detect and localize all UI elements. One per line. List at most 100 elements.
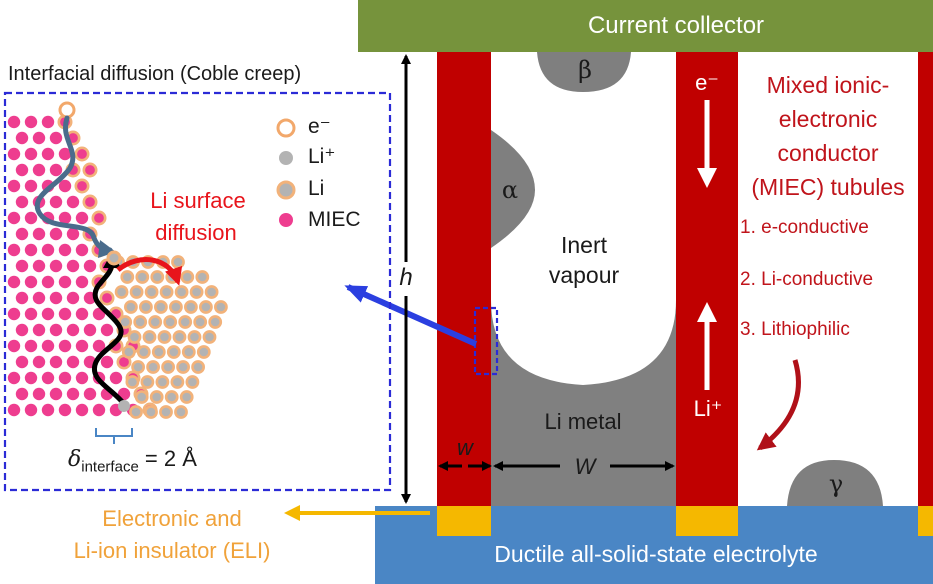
li-ion-path xyxy=(91,259,127,407)
miec-atom xyxy=(49,227,63,241)
electron-label: e⁻ xyxy=(695,70,719,95)
electron-particle xyxy=(58,101,76,119)
current-collector-bar xyxy=(358,0,933,52)
li-atom xyxy=(174,285,189,299)
miec-atom xyxy=(66,259,80,273)
miec-atom xyxy=(83,323,97,337)
surface-diffusion-label-line1: Li surface xyxy=(150,188,246,213)
miec-atom xyxy=(24,211,38,225)
miec-atom xyxy=(58,307,72,321)
eli-pad-left xyxy=(437,506,491,536)
li-atom xyxy=(170,375,185,389)
miec-atom xyxy=(58,147,72,161)
li-atom xyxy=(161,360,175,374)
miec-atom xyxy=(100,355,114,369)
miec-atom xyxy=(66,227,80,241)
miec-atom xyxy=(7,147,21,161)
li-atom xyxy=(138,300,153,314)
li-atom xyxy=(202,330,217,344)
miec-atom xyxy=(49,131,63,145)
miec-atom xyxy=(32,387,46,401)
li-atom xyxy=(131,360,145,374)
miec-atom xyxy=(75,339,89,353)
li-atom xyxy=(187,330,202,344)
legend-label-electron: e⁻ xyxy=(308,115,331,138)
miec-atom xyxy=(15,259,29,273)
miec-atom xyxy=(32,227,46,241)
li-atom xyxy=(134,390,149,404)
surface-diffusion-arrow xyxy=(116,257,183,286)
li-atom xyxy=(172,330,187,344)
miec-tubule-left xyxy=(437,52,491,506)
inset-box xyxy=(3,91,392,492)
li-atom xyxy=(149,390,164,404)
beta-label: β xyxy=(578,56,592,84)
miec-atom xyxy=(75,307,89,321)
zoom-box xyxy=(473,306,499,376)
miec-atom xyxy=(66,291,80,305)
li-atom xyxy=(195,270,210,284)
miec-atom xyxy=(100,323,114,337)
miec-atom xyxy=(15,387,29,401)
miec-atom xyxy=(41,147,55,161)
miec-atom xyxy=(49,259,63,273)
miec-atom-shelled xyxy=(82,162,98,178)
miec-atom xyxy=(15,163,29,177)
li-droplet-alpha xyxy=(491,130,535,248)
miec-atom xyxy=(24,179,38,193)
miec-atom xyxy=(15,227,29,241)
miec-atom xyxy=(49,163,63,177)
miec-atom xyxy=(7,243,21,257)
delta-bracket xyxy=(95,428,133,444)
li-atom xyxy=(129,285,144,299)
li-atom xyxy=(114,285,129,299)
miec-atom xyxy=(41,307,55,321)
miec-atom-shelled xyxy=(74,178,90,194)
li-atom xyxy=(148,315,163,329)
miec-atom xyxy=(66,355,80,369)
li-atom xyxy=(127,330,142,344)
li-atom xyxy=(136,345,151,359)
miec-atom xyxy=(75,275,89,289)
inert-vapour-label-line1: Inert xyxy=(560,232,608,258)
li-atom xyxy=(213,300,228,314)
li-atom xyxy=(159,285,174,299)
delta-symbol: δ xyxy=(68,447,82,472)
li-ion-flow-arrowhead xyxy=(697,302,717,322)
miec-atom xyxy=(66,323,80,337)
miec-atom xyxy=(41,243,55,257)
legend-label-miec: MIEC xyxy=(308,208,361,231)
miec-atom xyxy=(75,403,89,417)
miec-title-line1: Mixed ionic- xyxy=(766,72,890,98)
miec-atom xyxy=(7,339,21,353)
zoom-arrow xyxy=(344,284,478,347)
miec-atom xyxy=(15,291,29,305)
li-ion-particle-top xyxy=(106,250,122,266)
li-atom xyxy=(171,255,185,269)
current-collector-label: Current collector xyxy=(587,12,765,39)
miec-atom xyxy=(32,163,46,177)
legend-label-li: Li xyxy=(308,177,325,200)
miec-atom xyxy=(92,403,106,417)
li-atom xyxy=(185,375,200,389)
miec-atom xyxy=(58,211,72,225)
li-atom xyxy=(155,375,170,389)
inert-vapour-label-line2: vapour xyxy=(548,262,620,288)
miec-atom xyxy=(58,403,72,417)
li-atom xyxy=(198,300,213,314)
legend-marker-miec xyxy=(279,213,293,227)
li-atom xyxy=(125,375,140,389)
miec-atom xyxy=(41,403,55,417)
miec-atom xyxy=(24,147,38,161)
miec-atom xyxy=(7,275,21,289)
li-atom xyxy=(168,300,183,314)
electrolyte-label: Ductile all-solid-state electrolyte xyxy=(494,541,818,567)
li-atom xyxy=(163,315,178,329)
li-atom xyxy=(196,345,211,359)
electron-flow-arrowhead xyxy=(697,168,717,188)
miec-atom xyxy=(41,371,55,385)
miec-atom-shelled xyxy=(74,146,90,162)
miec-atom xyxy=(24,339,38,353)
miec-property-1: 1. e-conductive xyxy=(740,217,869,238)
